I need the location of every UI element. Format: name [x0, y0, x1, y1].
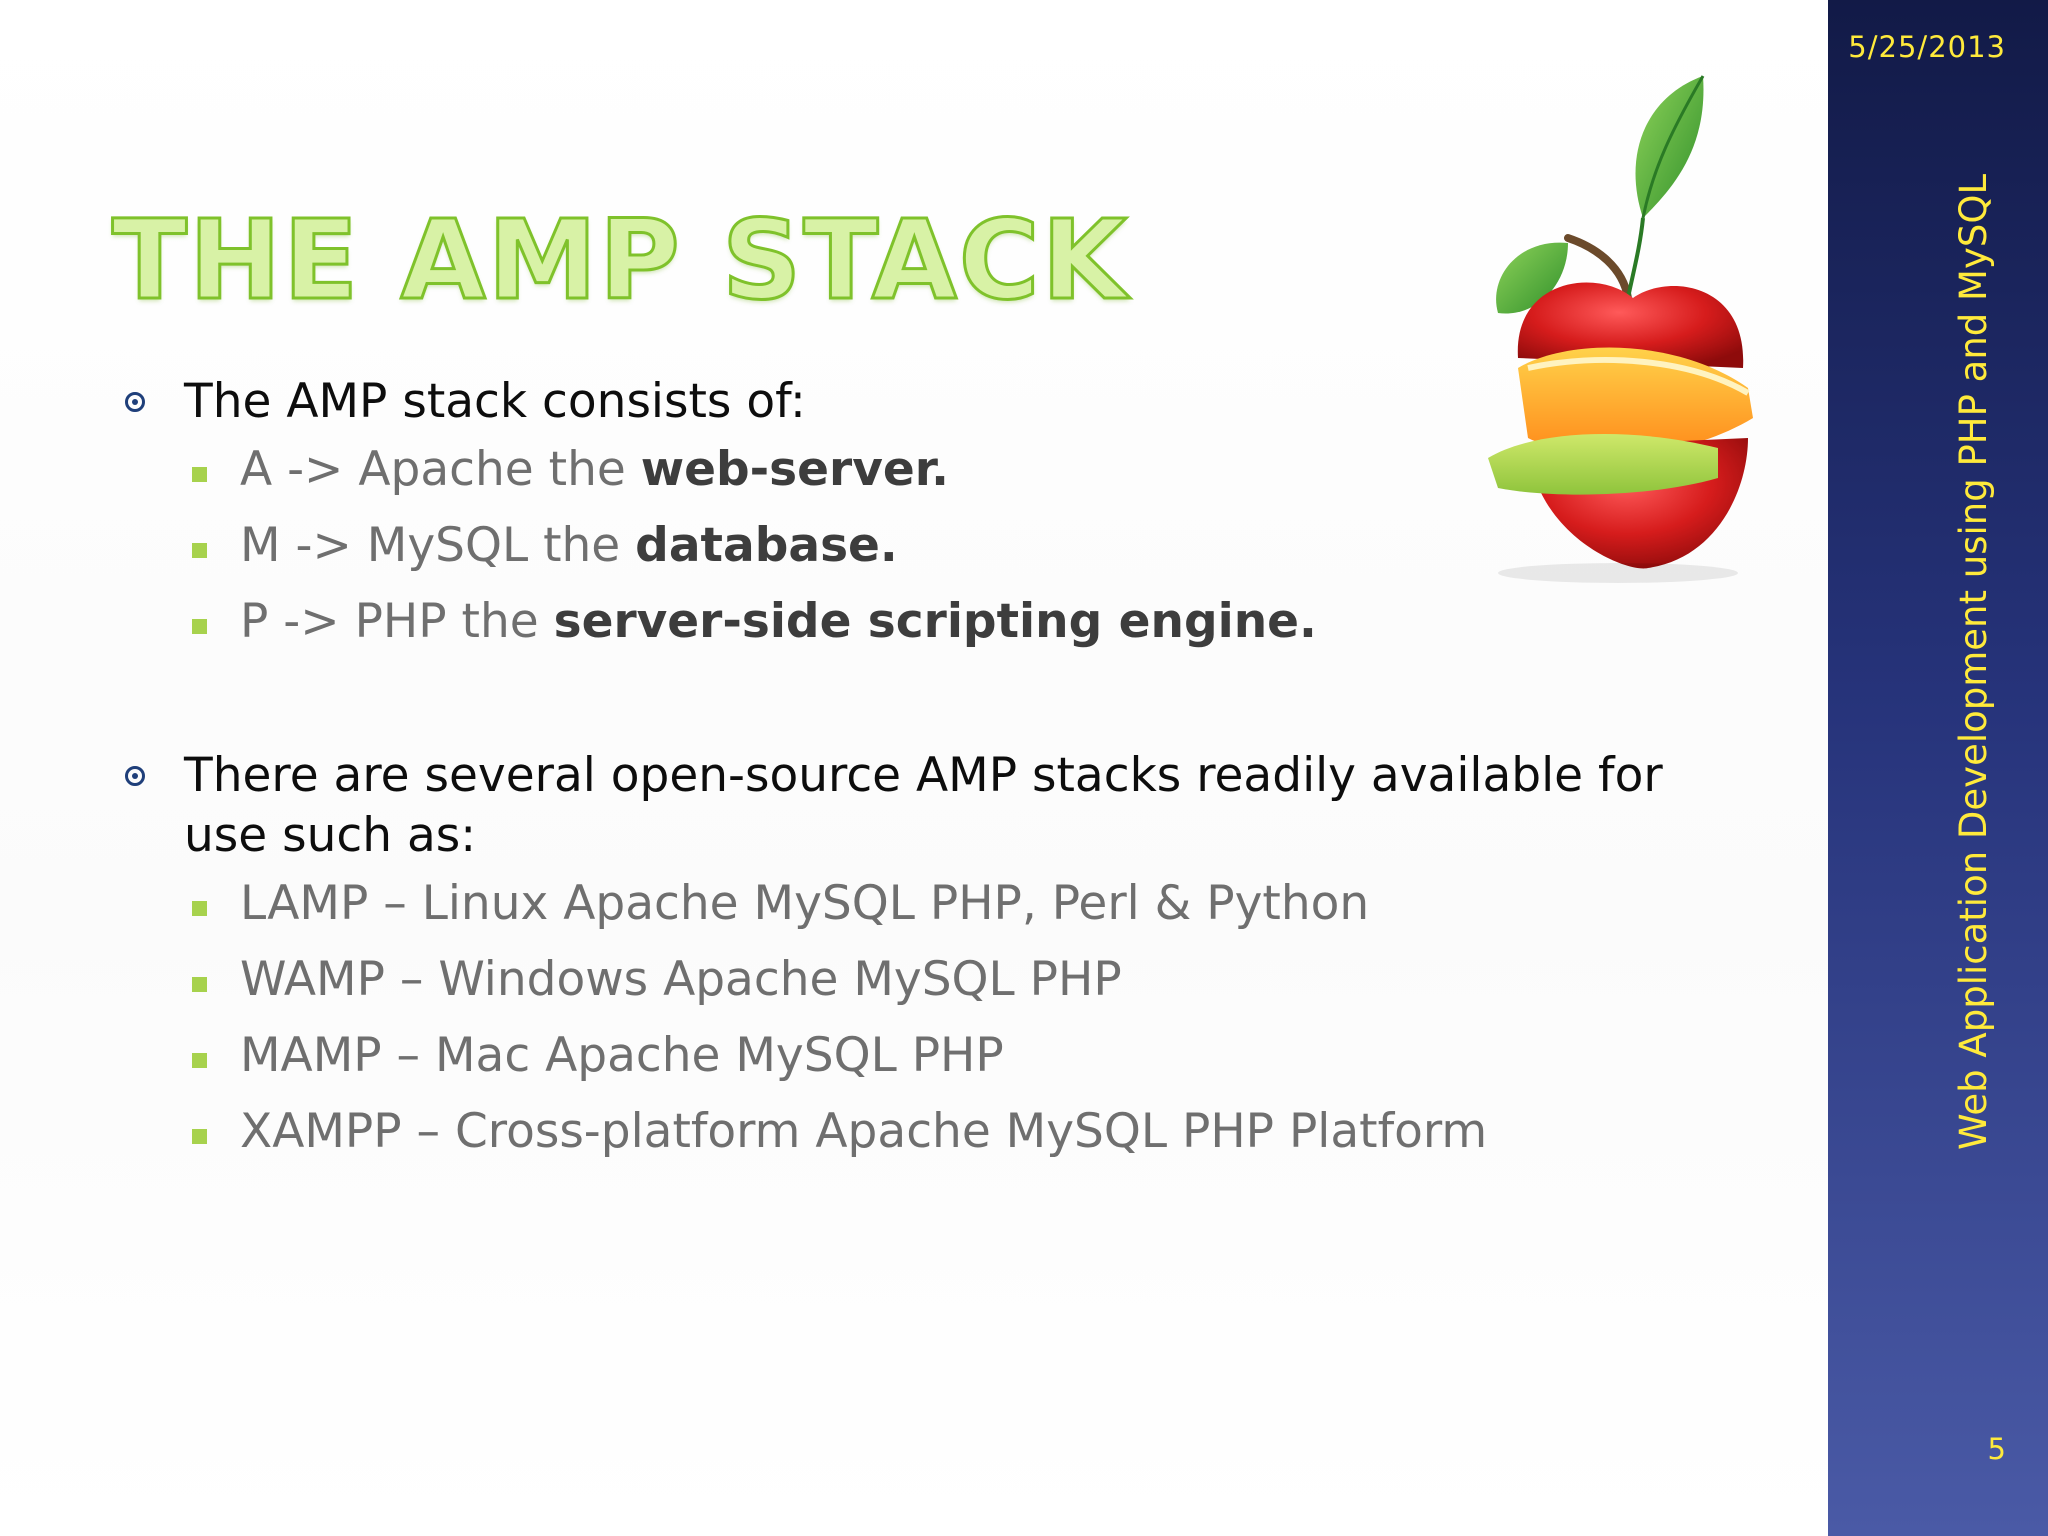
item-text: XAMPP – Cross-platform Apache MySQL PHP … [240, 1104, 1488, 1159]
list-item: MAMP – Mac Apache MySQL PHP [120, 1018, 1680, 1094]
list-item: XAMPP – Cross-platform Apache MySQL PHP … [120, 1094, 1680, 1170]
slide-title: THE AMP STACK [111, 196, 1129, 324]
apple-citrus-stack-icon [1488, 75, 1753, 583]
item-bold-text: database. [635, 518, 898, 573]
item-text: A -> Apache the [240, 442, 641, 497]
amp-components-list: A -> Apache the web-server. M -> MySQL t… [120, 432, 1680, 660]
bullet-open-source-stacks: There are several open-source AMP stacks… [120, 746, 1680, 866]
slide-main: THE AMP STACK [111, 75, 1753, 1170]
slide-content: The AMP stack consists of: A -> Apache t… [120, 372, 1680, 1170]
square-bullet-icon [192, 1053, 207, 1068]
list-item: M -> MySQL the database. [120, 508, 1680, 584]
circle-bullet-icon [125, 766, 145, 786]
square-bullet-icon [192, 977, 207, 992]
list-item: WAMP – Windows Apache MySQL PHP [120, 942, 1680, 1018]
bullet-amp-consists: The AMP stack consists of: [120, 372, 1680, 432]
square-bullet-icon [192, 901, 207, 916]
page-number: 5 [1987, 1432, 2006, 1466]
list-item: P -> PHP the server-side scripting engin… [120, 584, 1680, 660]
item-text: P -> PHP the [240, 594, 554, 649]
item-text: M -> MySQL the [240, 518, 636, 573]
bullet-text: The AMP stack consists of: [184, 374, 806, 429]
square-bullet-icon [192, 467, 207, 482]
square-bullet-icon [192, 543, 207, 558]
slide-sidebar [1828, 0, 2048, 1536]
square-bullet-icon [192, 1129, 207, 1144]
item-bold-text: server-side scripting engine. [553, 594, 1317, 649]
item-text: WAMP – Windows Apache MySQL PHP [240, 952, 1122, 1007]
square-bullet-icon [192, 619, 207, 634]
item-bold-text: web-server. [640, 442, 950, 497]
course-title: Web Application Development using PHP an… [1952, 173, 1995, 1150]
item-text: MAMP – Mac Apache MySQL PHP [240, 1028, 1004, 1083]
list-item: LAMP – Linux Apache MySQL PHP, Perl & Py… [120, 866, 1680, 942]
bullet-text-line2: use such as: [184, 808, 477, 863]
amp-stacks-list: LAMP – Linux Apache MySQL PHP, Perl & Py… [120, 866, 1680, 1170]
slide-date: 5/25/2013 [1848, 30, 2006, 64]
bullet-text-line1: There are several open-source AMP stacks… [184, 748, 1663, 803]
item-text: LAMP – Linux Apache MySQL PHP, Perl & Py… [240, 876, 1370, 931]
circle-bullet-icon [125, 392, 145, 412]
list-item: A -> Apache the web-server. [120, 432, 1680, 508]
